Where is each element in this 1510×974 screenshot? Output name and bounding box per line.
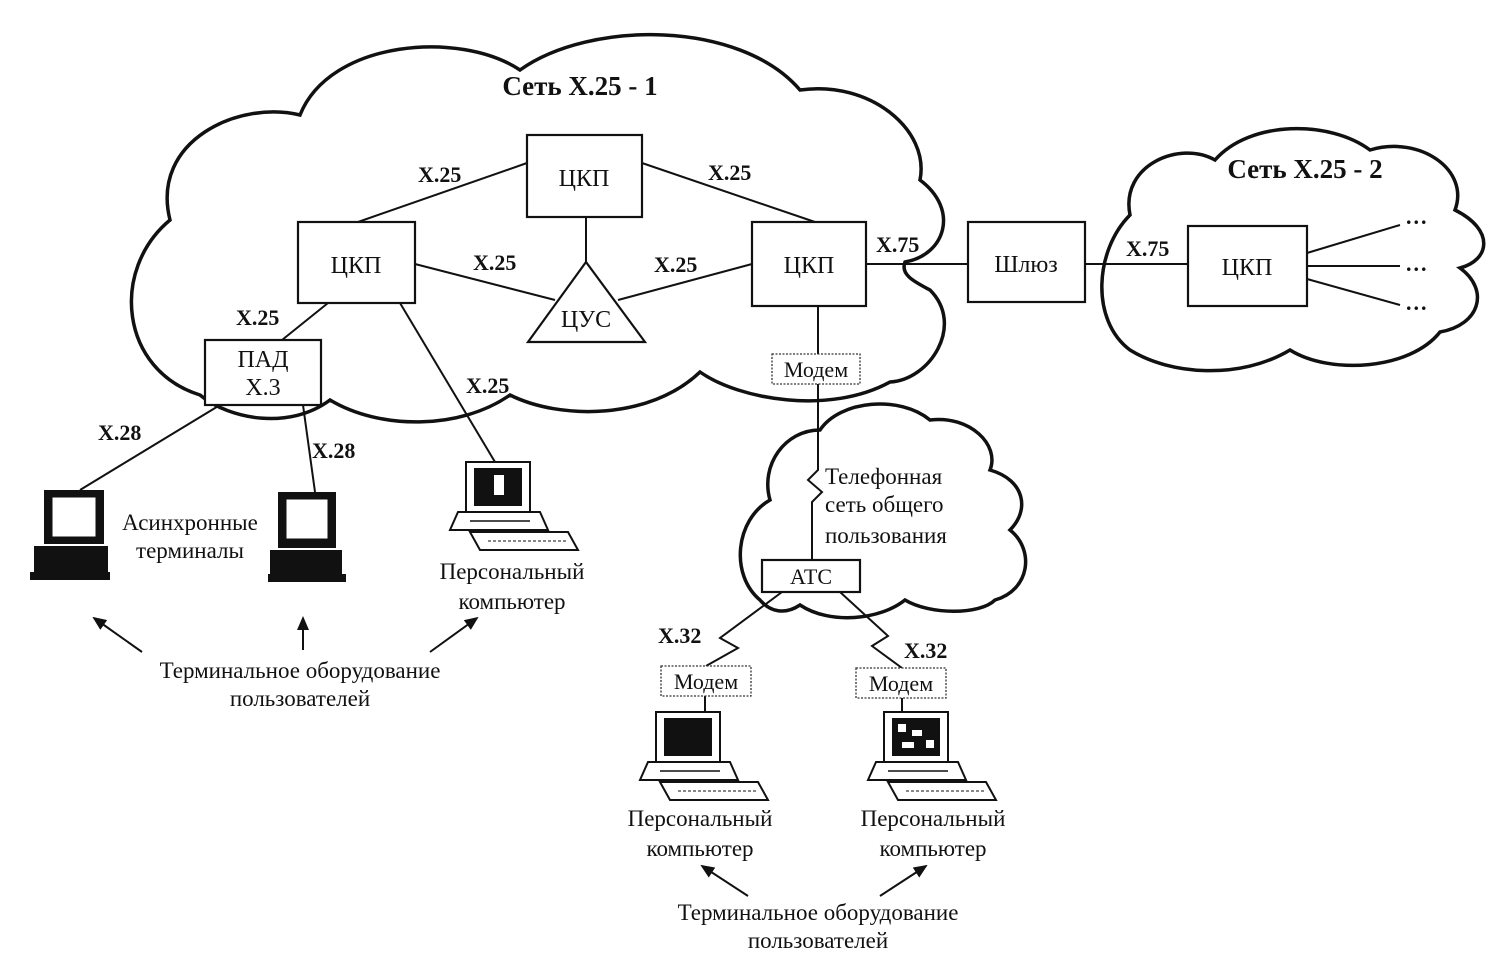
link-ats-modem-right [839, 591, 903, 669]
pc-3-caption-1: Персональный [861, 806, 1006, 831]
node-ckp-top-label: ЦКП [559, 166, 610, 192]
link-pad-terminal-1 [79, 404, 221, 491]
async-terminals-caption-2: терминалы [136, 538, 244, 563]
node-pad: ПАД X.3 [203, 338, 323, 407]
link-ats-modem-left [705, 591, 783, 667]
node-modem-right-label: Модем [869, 671, 933, 696]
continuation-dots-1: ... [1406, 204, 1429, 229]
pc-2-icon [638, 711, 770, 801]
node-ckp-net2-label: ЦКП [1222, 255, 1273, 281]
link-label-x25-b: X.25 [708, 160, 751, 185]
network-x25-1-cloud [129, 32, 947, 424]
user-equipment-caption-bottom-2: пользователей [748, 928, 888, 953]
link-right-ckp-cus [617, 263, 753, 301]
pstn-title-1: Телефонная [825, 464, 943, 489]
link-label-x25-c: X.25 [473, 250, 516, 275]
node-gateway-label: Шлюз [994, 252, 1058, 278]
user-equipment-caption-top-1: Терминальное оборудование [160, 658, 441, 683]
pc-1-caption-2: компьютер [458, 589, 565, 614]
node-modem-left: Модем [660, 665, 752, 697]
node-modem-main: Модем [771, 353, 861, 385]
link-top-ckp-right-ckp [641, 162, 816, 223]
pc-2-caption-2: компьютер [646, 836, 753, 861]
node-ats: АТС [760, 558, 862, 594]
arrow-to-pc-3 [879, 864, 928, 897]
async-terminals-caption-1: Асинхронные [122, 510, 258, 535]
node-ckp-right-label: ЦКП [784, 253, 835, 279]
node-ckp-left-label: ЦКП [331, 253, 382, 279]
link-left-ckp-pad [281, 302, 329, 341]
pc-1-caption-1: Персональный [440, 559, 585, 584]
node-modem-left-label: Модем [674, 669, 738, 694]
pc-3-icon [866, 711, 998, 801]
network-x25-1-title: Сеть X.25 - 1 [502, 71, 657, 101]
node-ckp-net2: ЦКП [1186, 224, 1309, 308]
node-modem-main-label: Модем [784, 357, 848, 382]
link-label-x25-f: X.25 [466, 373, 509, 398]
link-left-ckp-pc [399, 302, 496, 463]
link-label-x28-a: X.28 [98, 420, 141, 445]
arrow-to-pc-1 [429, 616, 479, 653]
pstn-title-2: сеть общего [825, 492, 943, 517]
link-label-x25-d: X.25 [654, 252, 697, 277]
continuation-dots-2: ... [1406, 251, 1429, 276]
connections [79, 162, 1401, 712]
link-left-ckp-cus [414, 263, 556, 301]
node-ckp-right: ЦКП [750, 220, 868, 308]
link-label-x25-a: X.25 [418, 162, 461, 187]
node-pad-label-1: ПАД [237, 347, 288, 373]
link-label-x75-a: X.75 [876, 232, 919, 257]
async-terminal-1-icon [30, 490, 110, 580]
arrow-to-pc-2 [700, 864, 749, 897]
network-x25-2-title: Сеть X.25 - 2 [1227, 154, 1382, 184]
arrow-to-terminal-1 [92, 616, 143, 653]
node-cus: ЦУС [525, 260, 648, 344]
node-gateway: Шлюз [966, 220, 1087, 304]
pstn-title-3: пользования [825, 523, 947, 548]
pc-3-caption-2: компьютер [879, 836, 986, 861]
link-label-x25-e: X.25 [236, 305, 279, 330]
link-label-x32-a: X.32 [658, 623, 701, 648]
node-ckp-left: ЦКП [296, 220, 417, 305]
user-equipment-caption-top-2: пользователей [230, 686, 370, 711]
node-cus-label: ЦУС [561, 307, 611, 333]
link-label-x32-b: X.32 [904, 638, 947, 663]
node-ckp-top: ЦКП [525, 133, 644, 219]
node-pad-label-2: X.3 [245, 375, 280, 401]
arrows [92, 616, 928, 897]
async-terminal-2-icon [268, 492, 346, 582]
link-ckp2-out-1 [1306, 224, 1401, 254]
pc-1-icon [448, 461, 580, 551]
link-top-ckp-left-ckp [357, 162, 528, 223]
continuation-dots-3: ... [1406, 290, 1429, 315]
pc-2-caption-1: Персональный [628, 806, 773, 831]
node-ats-label: АТС [790, 564, 832, 589]
node-modem-right: Модем [855, 667, 947, 699]
link-label-x28-b: X.28 [312, 438, 355, 463]
link-pad-terminal-2 [302, 404, 316, 493]
link-ckp2-out-3 [1306, 278, 1401, 306]
user-equipment-caption-bottom-1: Терминальное оборудование [678, 900, 959, 925]
link-label-x75-b: X.75 [1126, 236, 1169, 261]
link-modem-ats [806, 384, 824, 560]
